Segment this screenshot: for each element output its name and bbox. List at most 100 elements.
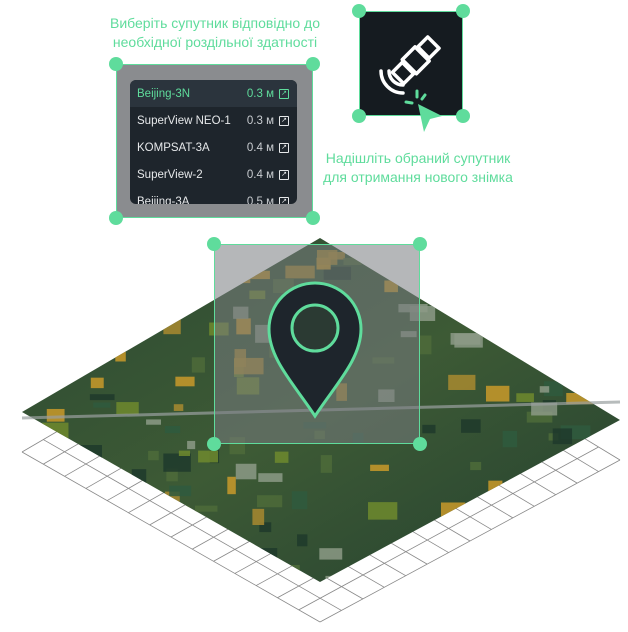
field-patch [71,315,83,328]
field-patch [485,385,510,402]
field-patch [441,566,463,577]
field-patch [609,244,618,253]
field-patch [166,468,178,482]
field-patch [187,566,206,575]
field-patch [552,428,573,445]
field-patch [450,333,481,345]
field-patch [561,279,585,295]
field-patch [90,377,104,389]
field-patch [235,463,257,480]
expand-icon[interactable]: ↗ [279,196,289,204]
field-patch [440,502,466,518]
expand-icon[interactable]: ↗ [279,88,289,99]
field-patch [163,316,181,335]
field-patch [597,241,608,256]
field-patch [287,564,300,576]
grid-line [21,451,321,623]
field-patch [422,424,436,434]
field-patch [297,534,308,547]
field-patch [252,508,265,526]
field-patch [403,559,414,574]
selected-area-frame[interactable] [214,244,420,444]
pointer-click-icon [404,89,442,132]
satellite-icon [379,35,441,95]
send-satellite-button[interactable] [359,11,463,116]
field-patch [42,422,69,440]
grid-line [319,459,621,623]
select-caption: Виберіть супутник відповідно до необхідн… [109,15,321,50]
field-patch [81,343,99,359]
field-patch [164,425,181,434]
field-patch [227,476,236,495]
field-patch [163,453,191,472]
handle [109,57,123,71]
field-patch [488,480,503,494]
field-patch [545,357,559,366]
field-patch [87,504,116,516]
field-patch [65,492,84,505]
field-patch [31,347,46,364]
field-patch [62,327,82,340]
expand-icon[interactable]: ↗ [279,169,289,180]
field-patch [566,392,594,405]
field-patch [163,522,176,528]
field-patch [199,563,225,570]
field-patch [274,451,289,463]
field-patch [470,461,482,471]
field-patch [578,512,596,520]
field-patch [38,284,54,297]
field-patch [570,251,597,271]
field-patch [523,542,549,558]
map-pin-icon [267,281,363,419]
field-patch [604,464,616,479]
field-patch [115,351,126,362]
handle [413,237,427,251]
field-patch [590,242,608,256]
field-patch [169,485,192,497]
field-patch [291,491,308,510]
grid-line [298,446,599,611]
field-patch [415,552,426,561]
field-patch [584,350,602,363]
field-patch [194,505,218,512]
field-patch [187,440,196,450]
field-patch [89,394,115,401]
field-patch [539,386,550,393]
field-patch [370,464,389,472]
handle [456,4,470,18]
field-patch [125,240,148,247]
field-patch [107,486,129,505]
field-patch [259,522,272,533]
expand-icon[interactable]: ↗ [279,142,289,153]
field-patch [103,487,131,494]
field-patch [82,256,100,271]
field-patch [536,519,553,536]
field-patch [502,430,518,448]
field-patch [257,495,283,508]
field-patch [175,505,190,520]
field-patch [34,362,55,374]
field-patch [522,495,543,514]
handle [207,437,221,451]
field-patch [132,257,161,276]
field-patch [126,290,139,300]
handle [306,57,320,71]
field-patch [146,419,161,425]
field-patch [191,357,205,373]
field-patch [122,285,149,300]
field-patch [175,376,195,387]
field-patch [368,502,398,520]
expand-icon[interactable]: ↗ [279,115,289,126]
grid-line [43,439,342,611]
handle [352,109,366,123]
handle [413,437,427,451]
field-patch [494,499,521,515]
field-patch [440,244,454,252]
